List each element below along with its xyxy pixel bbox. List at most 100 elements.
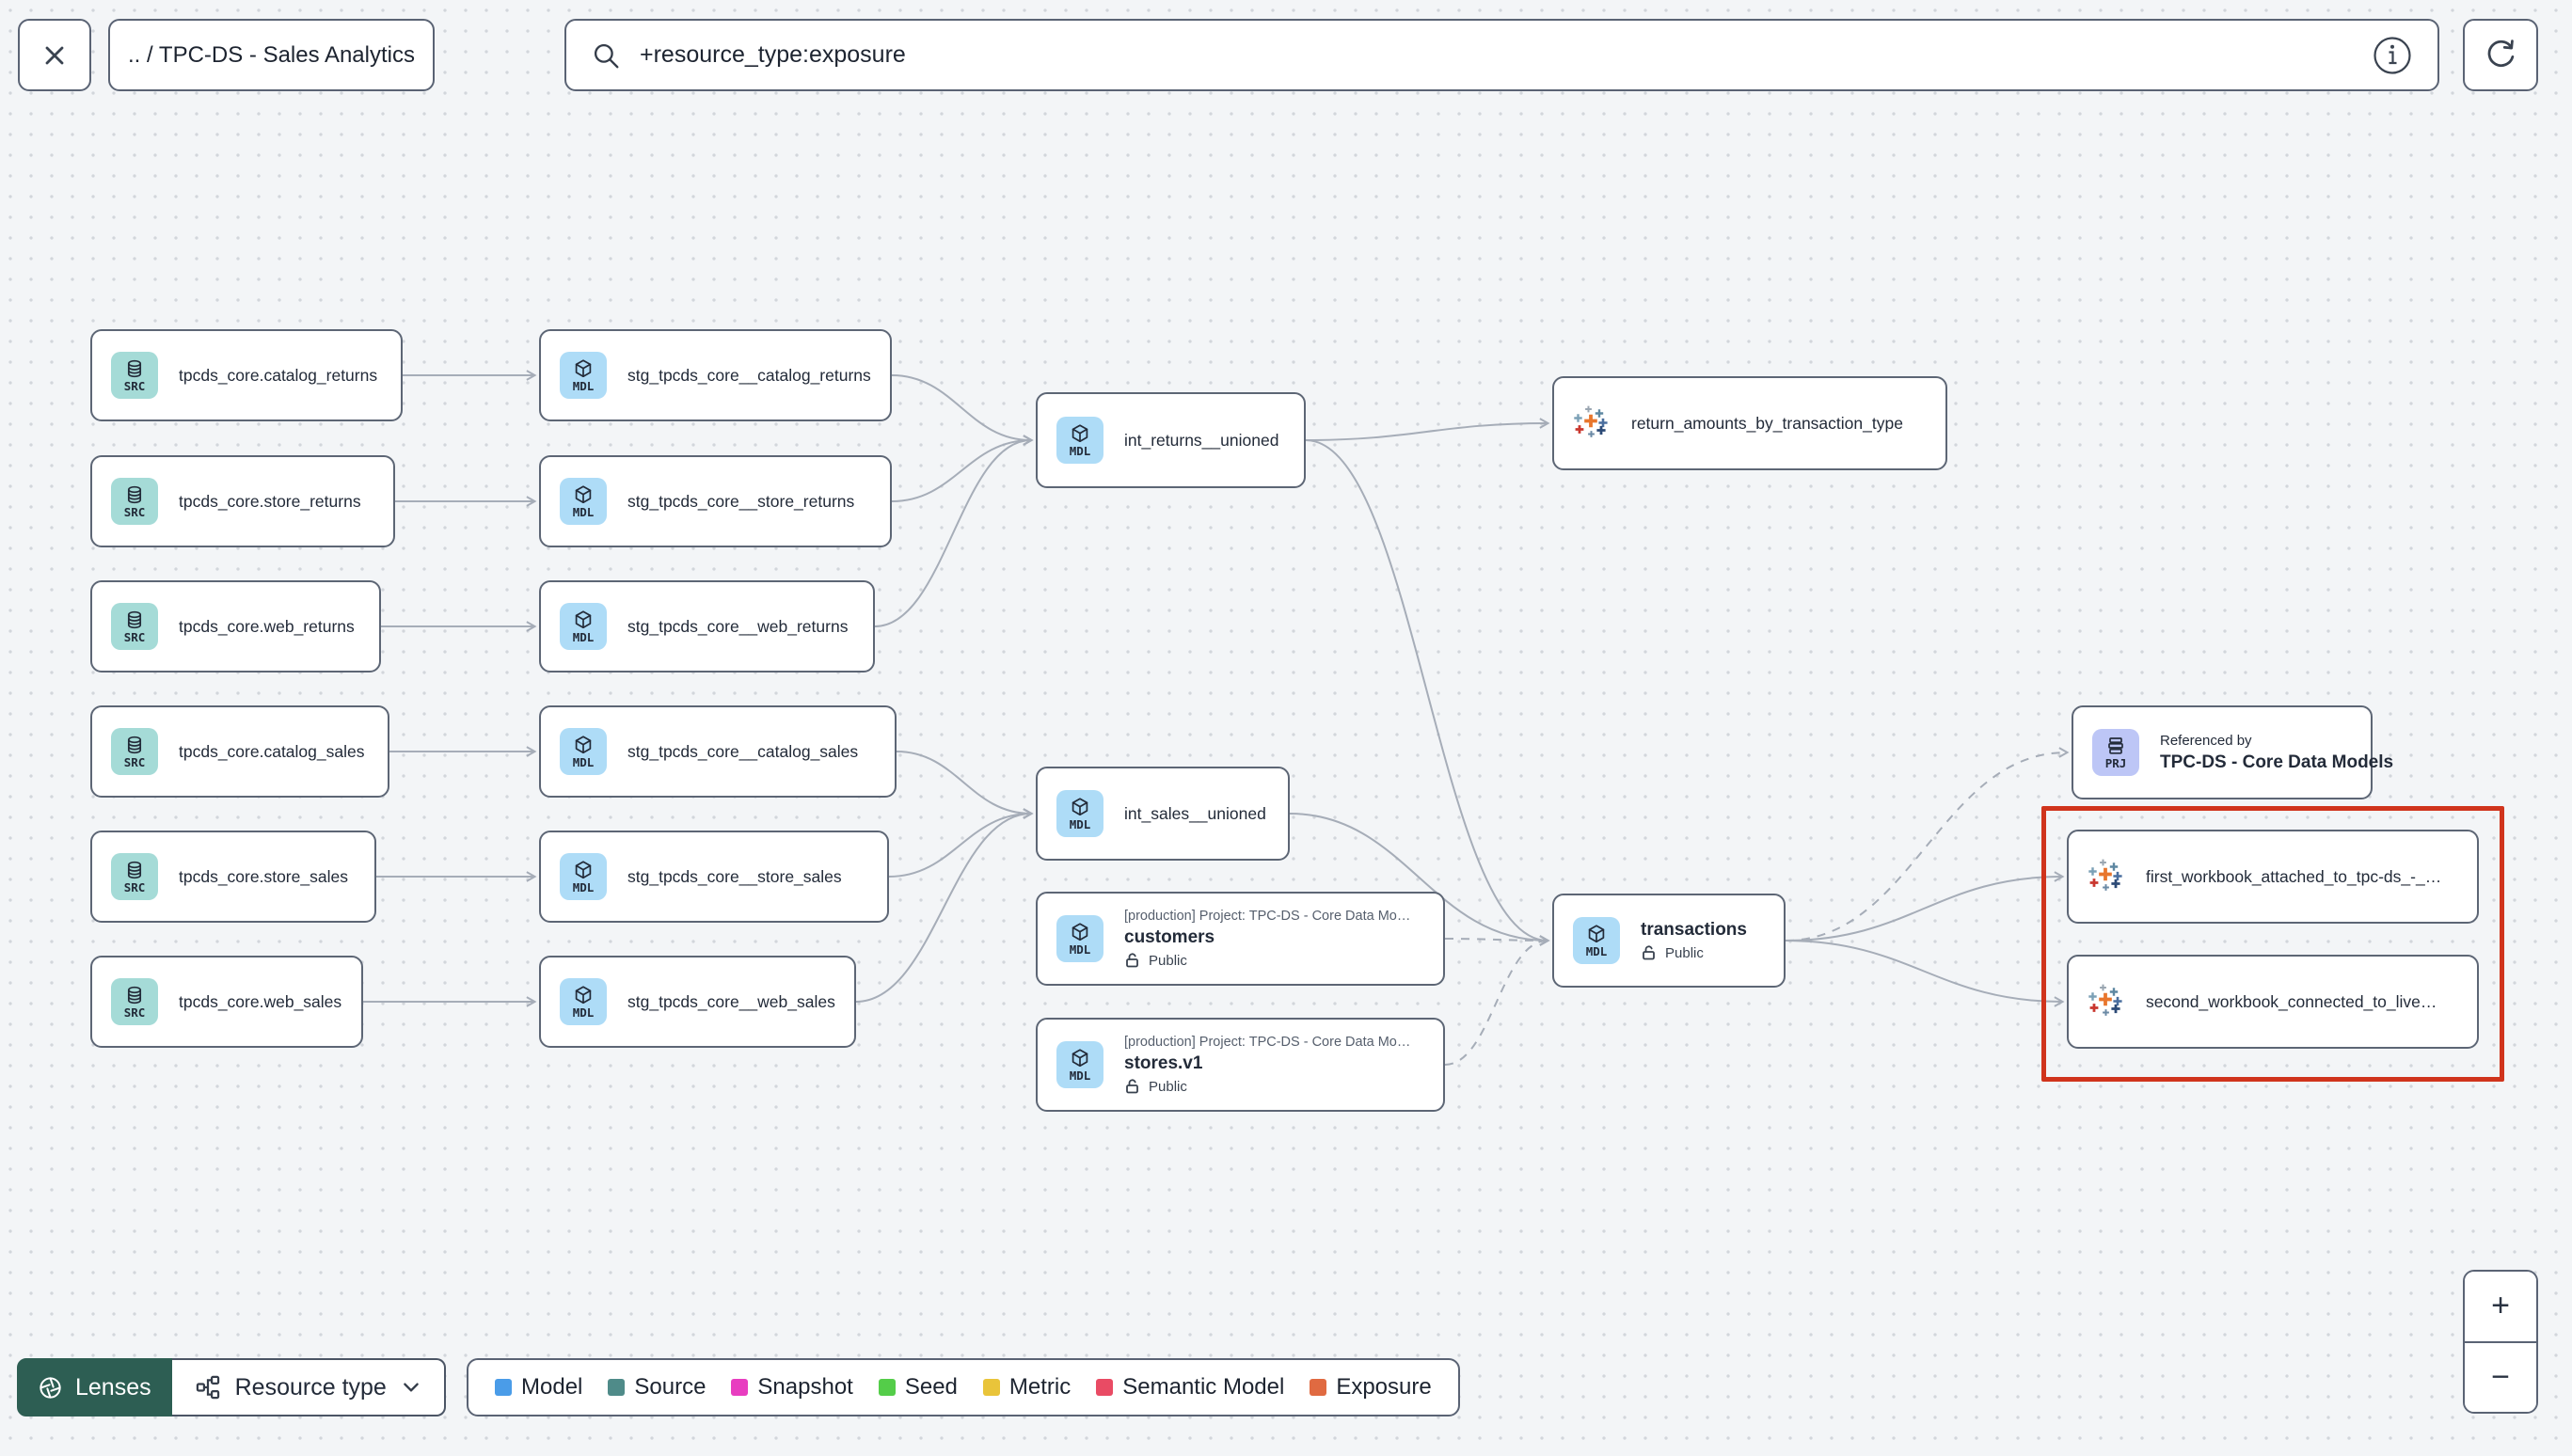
edge-int-sales-unioned-to-model-transactions [1289, 813, 1550, 946]
zoom-out-button[interactable]: − [2465, 1340, 2536, 1412]
legend-label: Exposure [1336, 1374, 1432, 1400]
badge-label: MDL [1069, 816, 1091, 831]
node-label: transactions [1641, 920, 1747, 940]
public-lock-icon [1126, 953, 1138, 968]
legend-swatch [982, 1379, 1000, 1396]
refresh-button[interactable] [2463, 19, 2538, 91]
node-stg-web-sales[interactable]: MDL stg_tpcds_core__web_sales [539, 956, 856, 1048]
node-label: stg_tpcds_core__web_returns [627, 616, 849, 636]
node-label: tpcds_core.web_returns [179, 616, 355, 636]
resource-type-badge: MDL [560, 352, 607, 399]
resource-type-badge: MDL [560, 978, 607, 1025]
tableau-icon [1574, 405, 1608, 437]
aperture-icon [40, 1376, 61, 1399]
badge-label: MDL [1585, 943, 1608, 958]
badge-label: MDL [572, 629, 595, 644]
edge-model-transactions-to-exp-first-workbook [1785, 871, 2065, 942]
legend-label: Model [521, 1374, 583, 1400]
legend-item-snapshot: Snapshot [731, 1374, 853, 1401]
database-icon [127, 861, 142, 878]
database-icon [127, 986, 142, 1004]
node-exp-return-amounts[interactable]: return_amounts_by_transaction_type [1552, 376, 1947, 470]
node-exp-second-workbook[interactable]: second_workbook_connected_to_live… [2067, 955, 2479, 1049]
chevron-down-icon [404, 1383, 419, 1392]
edge-stg-store-sales-to-int-sales-unioned [888, 808, 1034, 878]
legend-swatch [1310, 1379, 1327, 1396]
edge-int-returns-unioned-to-exp-return-amounts [1305, 418, 1550, 441]
legend-swatch [1096, 1379, 1114, 1396]
search-input[interactable]: +resource_type:exposure [640, 41, 906, 68]
legend-item-seed: Seed [878, 1374, 958, 1401]
resource-type-badge: MDL [1573, 917, 1620, 964]
node-exp-first-workbook[interactable]: first_workbook_attached_to_tpc-ds_-_… [2067, 830, 2479, 924]
badge-label: MDL [572, 754, 595, 769]
node-model-stores[interactable]: MDL[production] Project: TPC-DS - Core D… [1036, 1018, 1445, 1112]
database-icon [127, 736, 142, 753]
resource-type-badge: MDL [1056, 1041, 1103, 1088]
badge-label: MDL [572, 879, 595, 894]
node-label: tpcds_core.store_sales [179, 866, 348, 886]
node-project-meta: [production] Project: TPC-DS - Core Data… [1124, 909, 1411, 924]
node-stg-web-returns[interactable]: MDL stg_tpcds_core__web_returns [539, 580, 875, 673]
cube-icon [575, 485, 592, 503]
search-bar[interactable]: +resource_type:exposure [564, 19, 2439, 91]
node-stg-catalog-returns[interactable]: MDL stg_tpcds_core__catalog_returns [539, 329, 892, 421]
badge-label: MDL [1069, 942, 1091, 957]
node-label: stg_tpcds_core__catalog_returns [627, 365, 871, 385]
legend-item-metric: Metric [982, 1374, 1071, 1401]
zoom-in-button[interactable]: + [2465, 1272, 2536, 1341]
info-icon[interactable] [2372, 35, 2413, 76]
badge-label: MDL [1069, 443, 1091, 458]
resource-type-badge: MDL [560, 728, 607, 775]
node-model-customers[interactable]: MDL [production] Project: TPC-DS - Core D… [1036, 892, 1445, 986]
resource-type-badge: SRC [111, 978, 158, 1025]
badge-label: SRC [123, 1005, 146, 1020]
resource-type-badge: SRC [111, 603, 158, 650]
legend-swatch [878, 1379, 896, 1396]
referenced-by-label: Referenced by [2160, 732, 2252, 749]
node-label: stg_tpcds_core__store_returns [627, 491, 855, 511]
node-src-web-returns[interactable]: SRC tpcds_core.web_returns [90, 580, 381, 673]
node-label: stg_tpcds_core__web_sales [627, 991, 835, 1011]
node-label: first_workbook_attached_to_tpc-ds_-_… [2146, 866, 2442, 886]
resource-type-dropdown[interactable]: Resource type [171, 1358, 446, 1416]
refresh-icon [2487, 39, 2515, 67]
node-stg-catalog-sales[interactable]: MDL stg_tpcds_core__catalog_sales [539, 705, 897, 798]
cube-icon [575, 861, 592, 878]
resource-type-badge: MDL [1056, 417, 1103, 464]
resource-type-badge: MDL [560, 853, 607, 900]
breadcrumb[interactable]: .. / TPC-DS - Sales Analytics [108, 19, 435, 91]
edge-model-transactions-to-prj-referenced-by [1785, 747, 2070, 942]
visibility-badge: Public [1124, 952, 1410, 969]
close-button[interactable] [18, 19, 91, 91]
cube-icon [575, 610, 592, 628]
badge-label: MDL [572, 504, 595, 519]
lenses-button[interactable]: Lenses [17, 1358, 172, 1416]
legend-item-source: Source [608, 1374, 706, 1401]
badge-label: SRC [123, 378, 146, 393]
database-icon [127, 610, 142, 628]
zoom-controls: + − [2463, 1270, 2538, 1414]
legend-item-model: Model [495, 1374, 582, 1401]
search-icon [594, 43, 619, 68]
resource-type-badge: MDL [1056, 915, 1103, 962]
cube-icon [1072, 923, 1088, 941]
node-label: stores.v1 [1124, 1053, 1203, 1073]
resource-type-badge: MDL [560, 603, 607, 650]
node-stg-store-returns[interactable]: MDL stg_tpcds_core__store_returns [539, 455, 892, 547]
edge-model-stores-to-model-transactions [1444, 935, 1550, 1066]
edge-model-transactions-to-exp-second-workbook [1785, 940, 2065, 1007]
node-label: stg_tpcds_core__catalog_sales [627, 741, 859, 761]
